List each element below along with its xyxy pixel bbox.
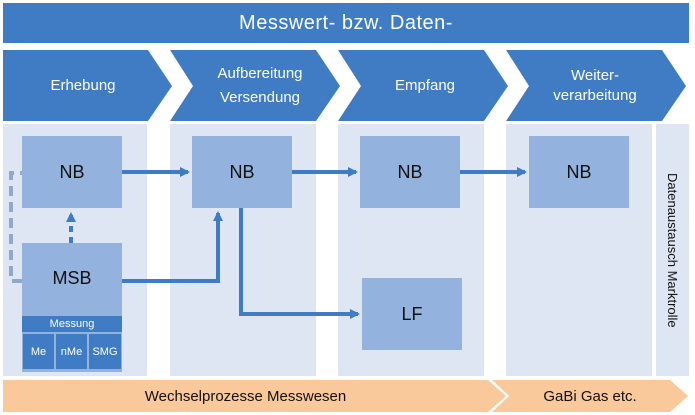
bottom-bar-left-shape — [3, 380, 506, 412]
bottom-bar-right: GaBi Gas etc. — [543, 387, 637, 405]
column-side — [656, 124, 689, 376]
box-nb-weiterverarbeitung: NB — [529, 136, 629, 208]
arrow-nb-aufbereitung-to-lf — [239, 207, 360, 319]
bottom-bar-left: Wechselprozesse Messwesen — [144, 387, 347, 405]
box-nb-aufbereitung: NB — [192, 136, 292, 208]
phase-chevron-weiterverarbeitung — [506, 50, 686, 121]
box-msb: MSB Messung Me nMe SMG — [22, 243, 122, 372]
phase-label-erhebung: Erhebung — [3, 50, 163, 121]
phase-weiter-line2: verarbeitung — [553, 86, 637, 104]
side-label-datenaustausch: Datenaustausch Marktrolle — [665, 172, 680, 328]
dashed-loop-connector — [9, 171, 22, 283]
bottom-bar-right-shape — [492, 380, 688, 412]
phase-weiter-line1: Weiter- — [570, 66, 620, 84]
phase-erhebung-text: Erhebung — [50, 76, 116, 94]
phase-empfang-text: Empfang — [394, 76, 456, 94]
phase-chevron-empfang — [338, 50, 508, 121]
box-nb-erhebung: NB — [22, 136, 122, 208]
phase-chevron-aufbereitung — [170, 50, 340, 121]
box-lf: LF — [362, 278, 462, 350]
msb-label: MSB — [52, 268, 92, 288]
messung-bar: Messung — [22, 316, 122, 332]
phase-aufbereitung-line1: Aufbereitung — [217, 64, 303, 82]
measurement-type-nme: nMe — [56, 334, 87, 369]
phase-label-aufbereitung: Aufbereitung Versendung — [180, 50, 340, 121]
phase-label-weiterverarbeitung: Weiter- verarbeitung — [515, 50, 675, 121]
phase-chevron-erhebung — [3, 50, 172, 121]
measurement-type-me: Me — [23, 334, 54, 369]
measurement-type-smg: SMG — [89, 334, 121, 369]
phase-label-empfang: Empfang — [345, 50, 505, 121]
box-nb-empfang: NB — [360, 136, 460, 208]
header-title: Messwert- bzw. Daten- — [3, 3, 689, 43]
arrow-msb-to-nb-aufbereitung — [122, 211, 223, 283]
phase-aufbereitung-line2: Versendung — [219, 88, 301, 106]
